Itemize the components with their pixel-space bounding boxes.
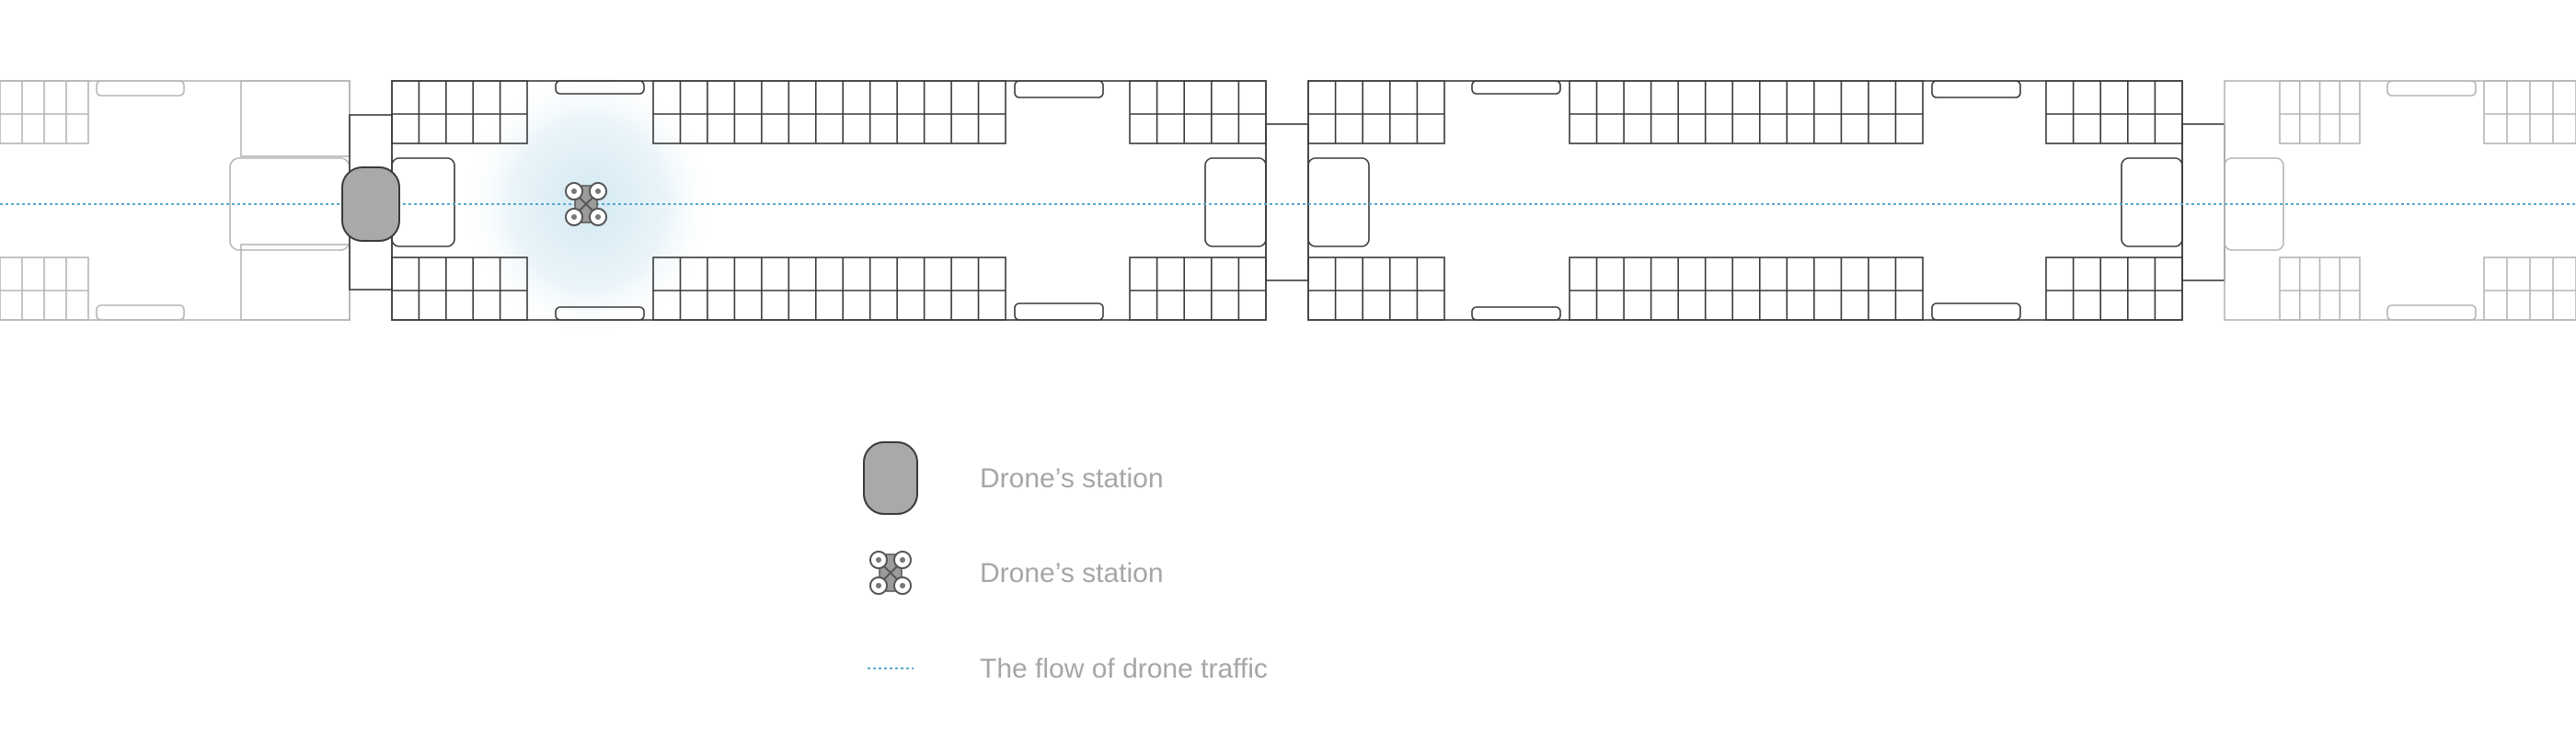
seat-row xyxy=(1307,257,1445,321)
car-coupler xyxy=(2181,123,2225,281)
door-panel xyxy=(1471,306,1561,321)
door-panel xyxy=(555,306,645,321)
seat-row xyxy=(652,257,1006,321)
gangway-door xyxy=(1307,157,1370,247)
door-panel xyxy=(1931,80,2021,98)
door-panel xyxy=(2386,80,2477,97)
door-panel xyxy=(1014,302,1104,321)
legend-label-traffic-flow: The flow of drone traffic xyxy=(980,654,1268,684)
seat-row xyxy=(652,80,1006,144)
car-coupler xyxy=(1265,123,1309,281)
door-panel xyxy=(555,80,645,95)
vestibule-faded xyxy=(240,80,351,157)
drone-icon xyxy=(869,551,912,595)
drone xyxy=(565,182,607,226)
door-panel xyxy=(2386,304,2477,321)
seat-row xyxy=(2045,80,2183,144)
seat-row xyxy=(391,257,528,321)
seat-row xyxy=(1569,80,1924,144)
door-panel xyxy=(1931,302,2021,321)
door-panel xyxy=(96,80,185,97)
drone-station xyxy=(341,166,400,242)
gangway-door xyxy=(1204,157,1267,247)
car-outline-2 xyxy=(1307,80,2183,321)
legend: Drone’s station Drone’s station The flow… xyxy=(863,441,1268,684)
car-outline-faded xyxy=(2224,80,2576,321)
seat-row xyxy=(391,80,528,144)
drone-icon xyxy=(565,182,607,226)
seat-row xyxy=(2045,257,2183,321)
door-panel xyxy=(96,304,185,321)
seat-row xyxy=(1129,257,1267,321)
train-plan xyxy=(0,80,2576,321)
legend-item-drone: Drone’s station xyxy=(869,551,1164,595)
seat-row xyxy=(1129,80,1267,144)
seat-row xyxy=(1569,257,1924,321)
legend-item-traffic-flow: The flow of drone traffic xyxy=(868,654,1268,684)
car-outline-faded xyxy=(0,80,351,321)
vestibule-faded xyxy=(240,244,351,321)
legend-label-drone: Drone’s station xyxy=(980,558,1164,588)
legend-item-drone-station: Drone’s station xyxy=(863,441,1164,515)
gangway-door xyxy=(2121,157,2183,247)
legend-label-drone-station: Drone’s station xyxy=(980,463,1164,494)
gangway-door xyxy=(391,157,455,247)
seat-row xyxy=(1307,80,1445,144)
door-panel xyxy=(1471,80,1561,95)
drone-station-icon xyxy=(863,441,918,515)
door-panel xyxy=(1014,80,1104,98)
